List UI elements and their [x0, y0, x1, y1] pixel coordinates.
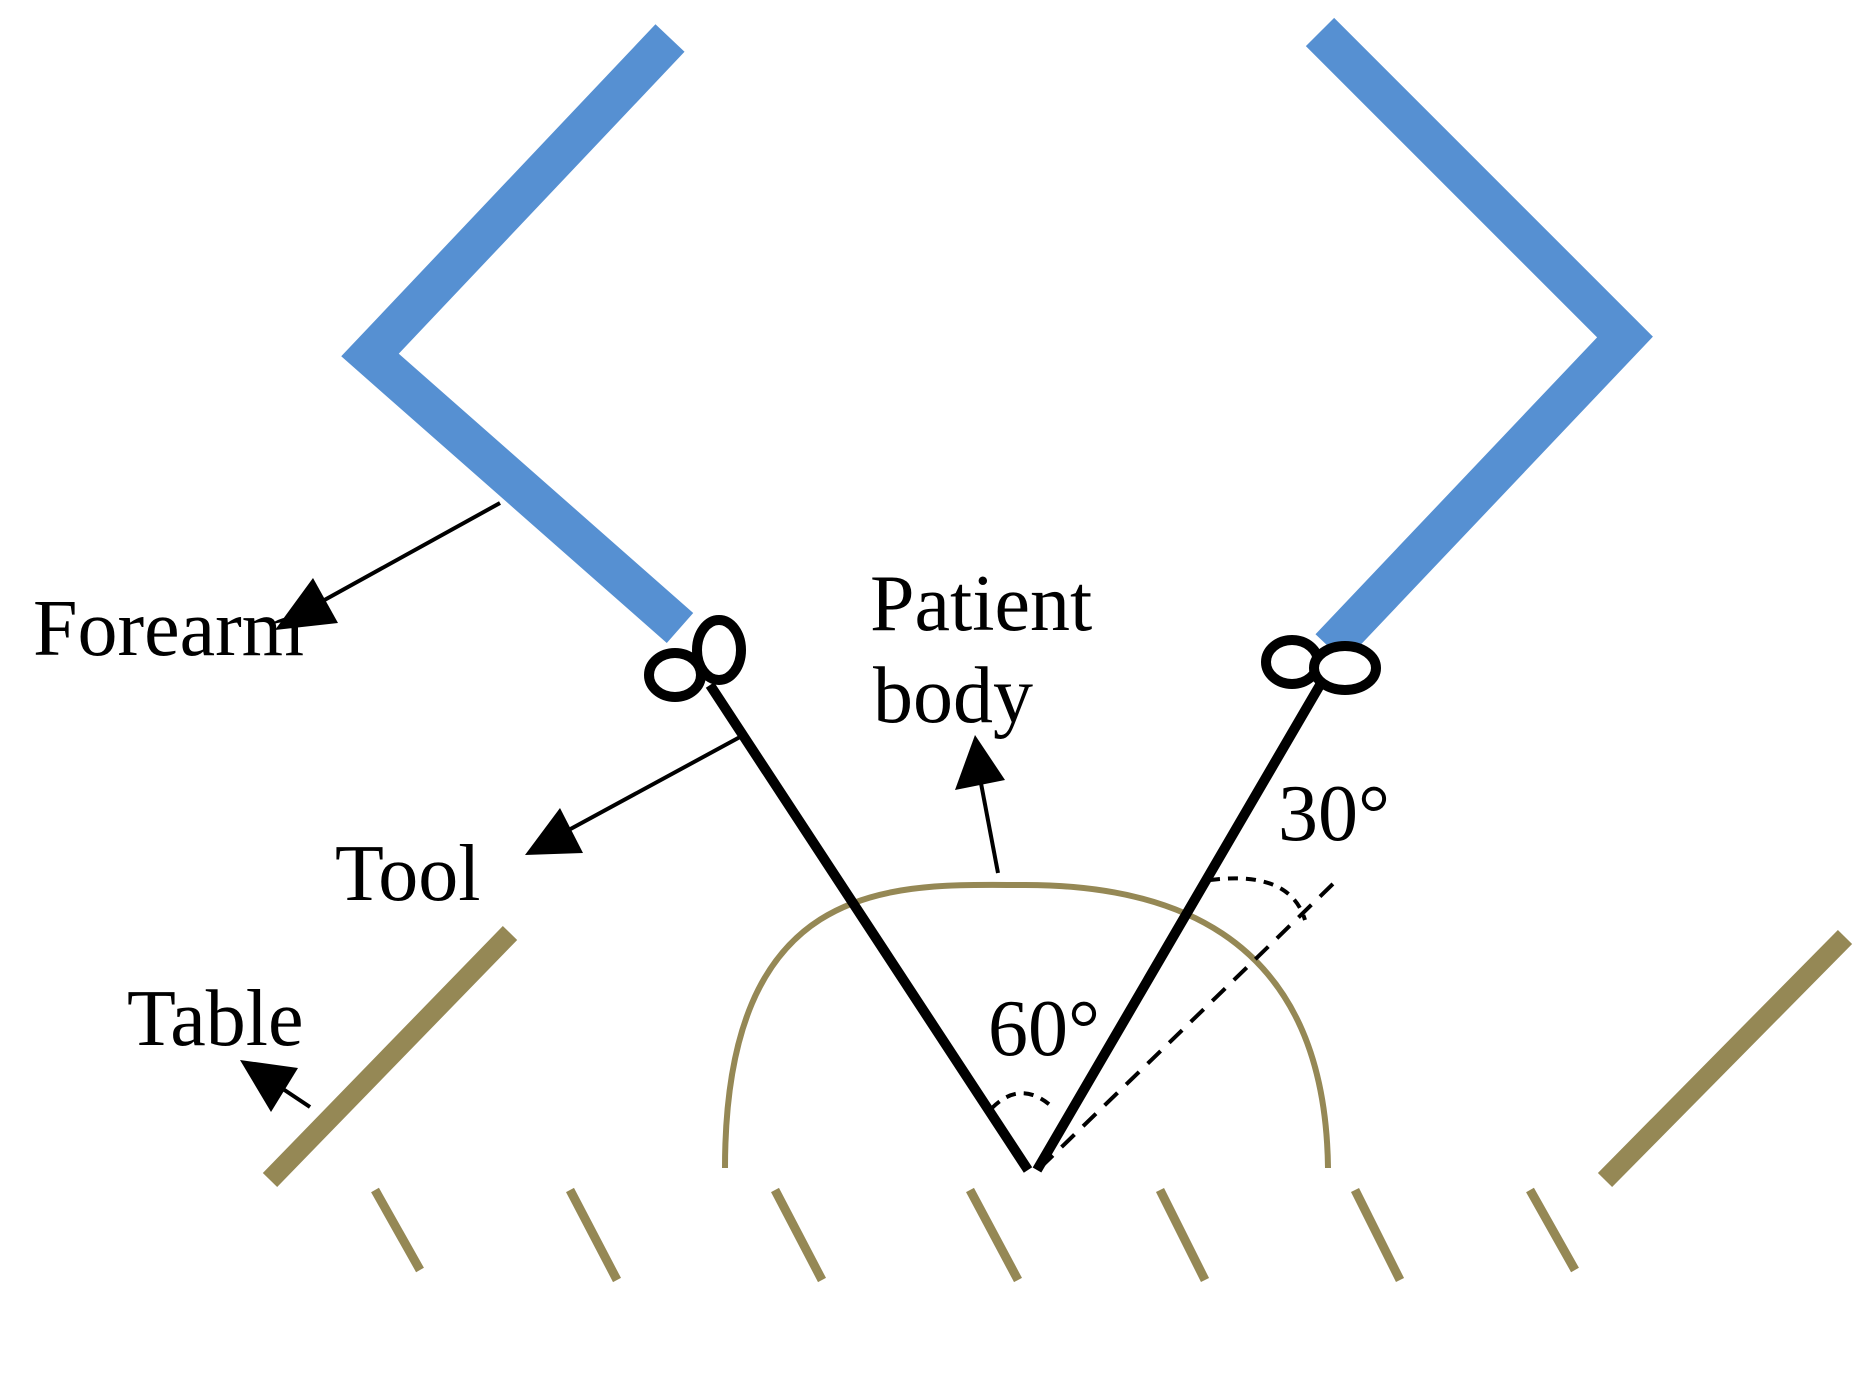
- table-leg: [371, 1187, 424, 1273]
- right-forearm: [1305, 17, 1653, 662]
- table-leg: [1526, 1187, 1579, 1273]
- handle-ring: [692, 615, 746, 685]
- forearm-label: Forearm: [33, 585, 304, 673]
- table-pointer: [240, 1060, 312, 1112]
- tool-label: Tool: [335, 830, 481, 918]
- patient-body-pointer-arrowhead: [955, 735, 1005, 790]
- tool-pointer: [525, 735, 741, 855]
- patient-body-pointer-line: [978, 777, 1000, 874]
- right-tool-shaft: [1032, 682, 1325, 1173]
- forearm-pointer-arrowhead: [275, 578, 338, 630]
- forearm-pointer-line: [309, 501, 501, 610]
- right-tool-handle: [1261, 635, 1381, 695]
- table-right-wing: [1597, 929, 1853, 1188]
- table-pointer-line: [278, 1085, 312, 1109]
- table-leg: [966, 1187, 1022, 1283]
- patient-body-arc: [722, 881, 1331, 1169]
- patient-body-pointer: [955, 735, 1005, 874]
- table-legs: [371, 1187, 1579, 1283]
- angle-arc-60: [990, 1091, 1052, 1110]
- handle-ring: [1309, 641, 1381, 695]
- table-leg: [566, 1187, 621, 1283]
- table: [262, 926, 1853, 1283]
- table-leg: [1155, 1187, 1210, 1283]
- reference-dashed-line: [1038, 878, 1339, 1170]
- table-leg: [771, 1187, 826, 1283]
- table-pointer-arrowhead: [240, 1060, 298, 1112]
- tool-pointer-line: [564, 735, 741, 834]
- left-tool-shaft: [705, 682, 1033, 1173]
- left-tool-handle: [644, 615, 746, 702]
- patient-body-label-line1: Patient: [870, 560, 1092, 648]
- left-forearm-link: [341, 24, 694, 644]
- table-left-wing: [262, 926, 518, 1187]
- table-label: Table: [127, 975, 304, 1063]
- right-forearm-link: [1305, 17, 1653, 662]
- angle-60-label: 60°: [988, 985, 1100, 1073]
- angle-30-label: 30°: [1278, 770, 1390, 858]
- table-leg: [1350, 1187, 1405, 1283]
- patient-body-label-line2: body: [873, 652, 1033, 740]
- left-forearm: [341, 24, 694, 644]
- tool-pointer-arrowhead: [525, 808, 583, 855]
- angle-arc-30: [1209, 876, 1307, 921]
- forearm-pointer: [275, 501, 501, 630]
